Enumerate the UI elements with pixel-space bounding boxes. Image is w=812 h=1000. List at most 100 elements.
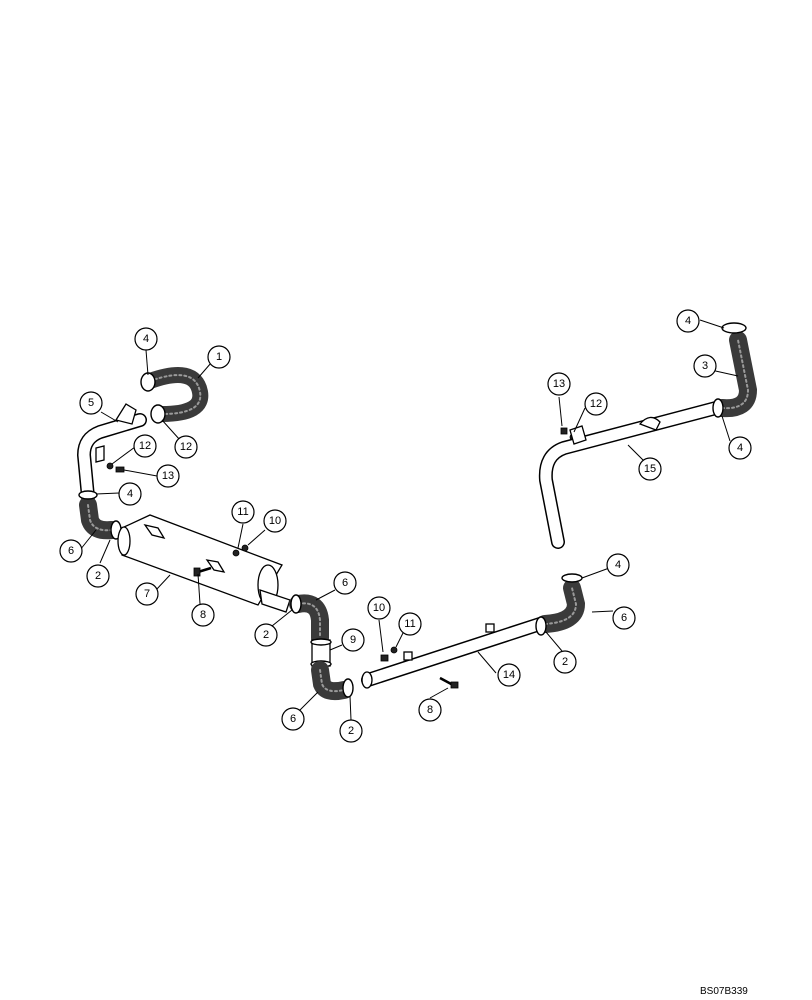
callout-circle <box>174 435 198 459</box>
callout-label: 7 <box>144 588 150 600</box>
callout-label: 4 <box>615 559 621 571</box>
callout-label: 2 <box>95 570 101 582</box>
hose-6-lower <box>311 661 354 701</box>
callout-label: 2 <box>562 656 568 668</box>
callout-label: 10 <box>373 602 385 614</box>
callout-12: 12 <box>133 434 157 458</box>
tube-14 <box>361 617 547 689</box>
callout-label: 6 <box>68 545 74 557</box>
callout-label: 6 <box>342 577 348 589</box>
callout-circle <box>676 309 700 333</box>
callout-circle <box>79 391 103 415</box>
callout-circle <box>693 354 717 378</box>
callout-2: 2 <box>86 564 110 588</box>
callout-circle <box>133 434 157 458</box>
callout-circle <box>86 564 110 588</box>
callout-6: 6 <box>612 606 636 630</box>
callout-8: 8 <box>418 698 442 722</box>
callout-circle <box>134 327 158 351</box>
leader-lines <box>79 319 739 721</box>
callout-label: 6 <box>621 612 627 624</box>
callout-13: 13 <box>547 372 571 396</box>
tube-5 <box>76 403 147 504</box>
callout-label: 6 <box>290 713 296 725</box>
callout-circle <box>612 606 636 630</box>
callout-12: 12 <box>584 392 608 416</box>
callout-label: 13 <box>553 378 565 390</box>
callout-circle <box>231 500 255 524</box>
callout-12: 12 <box>174 435 198 459</box>
callout-label: 11 <box>237 506 248 518</box>
callout-3: 3 <box>693 354 717 378</box>
callout-10: 10 <box>367 596 391 620</box>
callout-4: 4 <box>118 482 142 506</box>
callout-2: 2 <box>254 623 278 647</box>
callout-label: 8 <box>200 609 206 621</box>
callout-label: 12 <box>590 398 602 410</box>
callout-label: 9 <box>350 634 356 646</box>
hose-6-left <box>78 490 122 540</box>
callout-label: 13 <box>162 470 174 482</box>
cooler-7 <box>117 514 291 613</box>
callout-circle <box>547 372 571 396</box>
callout-label: 12 <box>139 440 151 452</box>
hose-3 <box>712 322 758 418</box>
callout-label: 2 <box>348 725 354 737</box>
figure-code: BS07B339 <box>700 986 748 997</box>
callout-15: 15 <box>638 457 662 481</box>
callout-label: 14 <box>503 669 515 681</box>
callout-2: 2 <box>553 650 577 674</box>
callout-circle <box>398 612 422 636</box>
fasteners-cooler <box>106 427 577 689</box>
callout-label: 5 <box>88 397 94 409</box>
callout-circle <box>367 596 391 620</box>
callout-label: 4 <box>685 315 691 327</box>
callout-label: 10 <box>269 515 281 527</box>
callout-circle <box>553 650 577 674</box>
callout-circle <box>191 603 215 627</box>
callout-2: 2 <box>339 719 363 743</box>
callout-14: 14 <box>497 663 521 687</box>
callout-8: 8 <box>191 603 215 627</box>
callout-circle <box>281 707 305 731</box>
callout-4: 4 <box>134 327 158 351</box>
callout-circle <box>728 436 752 460</box>
callout-5: 5 <box>79 391 103 415</box>
callout-circle <box>584 392 608 416</box>
tube-15 <box>538 401 723 549</box>
callout-label: 3 <box>702 360 708 372</box>
callout-label: 15 <box>644 463 656 475</box>
callout-circle <box>339 719 363 743</box>
callout-circle <box>418 698 442 722</box>
callout-label: 4 <box>737 442 743 454</box>
callout-4: 4 <box>728 436 752 460</box>
callout-7: 7 <box>135 582 159 606</box>
callout-11: 11 <box>398 612 422 636</box>
callout-13: 13 <box>156 464 180 488</box>
callout-label: 12 <box>180 441 192 453</box>
callout-6: 6 <box>333 571 357 595</box>
hose-6-right <box>535 573 586 636</box>
callout-circle <box>333 571 357 595</box>
callout-11: 11 <box>231 500 255 524</box>
callout-6: 6 <box>281 707 305 731</box>
callout-circle <box>254 623 278 647</box>
callout-label: 1 <box>216 351 222 363</box>
callout-label: 4 <box>127 488 133 500</box>
callout-label: 2 <box>263 629 269 641</box>
callout-6: 6 <box>59 539 83 563</box>
callout-label: 8 <box>427 704 433 716</box>
hose-6-middle <box>289 594 329 647</box>
callout-1: 1 <box>207 345 231 369</box>
hose-1 <box>142 367 209 422</box>
callout-9: 9 <box>341 628 365 652</box>
callout-circle <box>156 464 180 488</box>
callout-4: 4 <box>606 553 630 577</box>
callout-circle <box>207 345 231 369</box>
callout-circle <box>341 628 365 652</box>
callout-4: 4 <box>676 309 700 333</box>
callout-circle <box>59 539 83 563</box>
callout-circle <box>118 482 142 506</box>
